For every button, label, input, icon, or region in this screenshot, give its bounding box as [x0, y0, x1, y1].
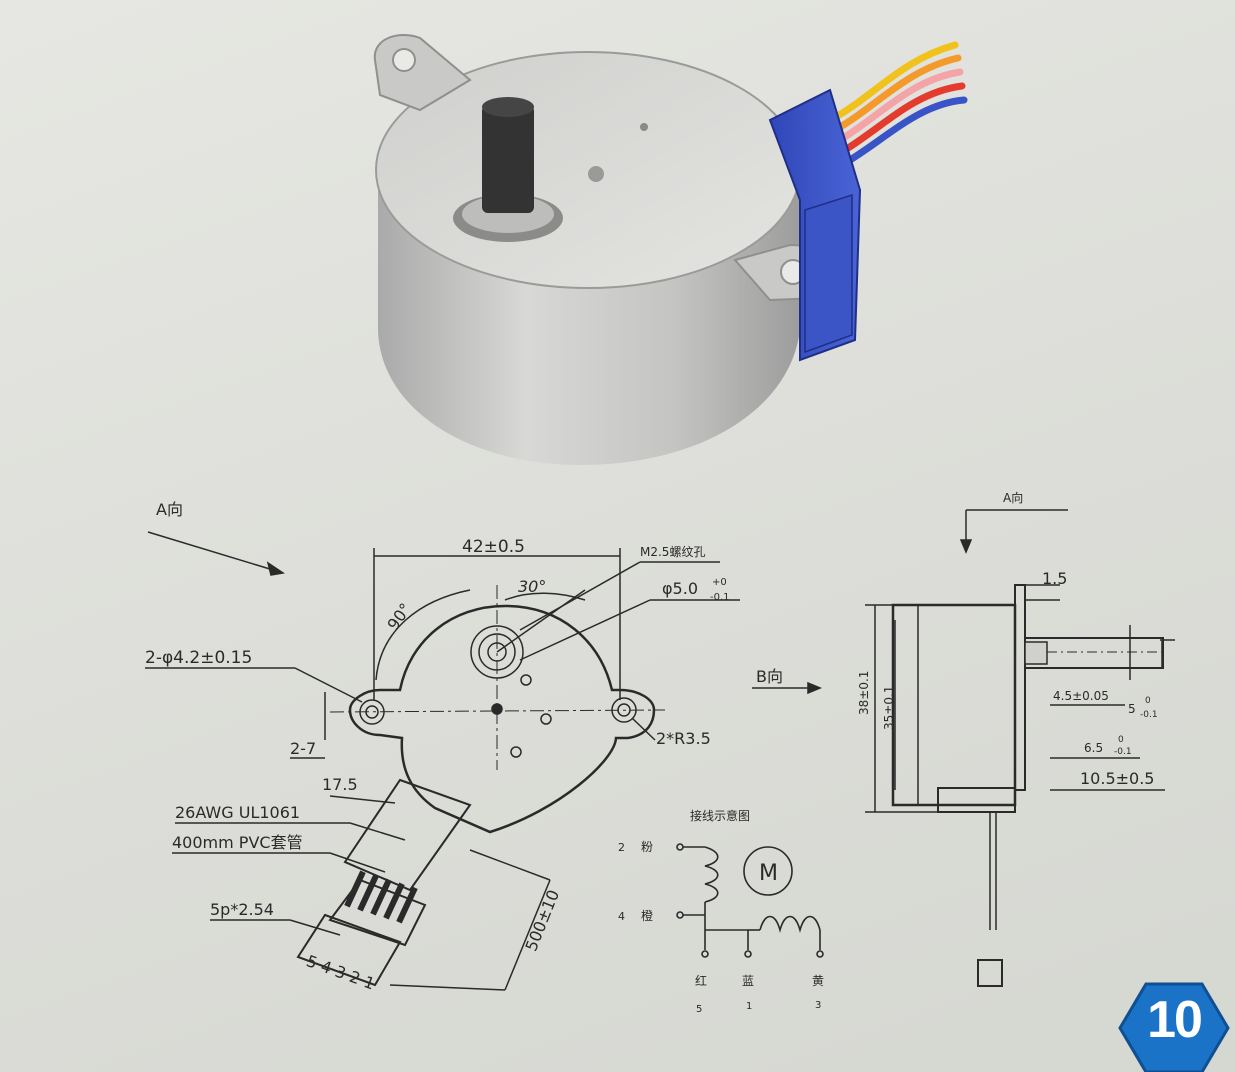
pin4-color: 橙	[641, 908, 653, 923]
a-direction-label: A向	[156, 500, 183, 519]
shaft-tolerance-lower: -0.1	[710, 592, 730, 603]
wire-color-red: 红	[695, 973, 707, 988]
wire-width: 17.5	[322, 775, 358, 794]
diameter-dimension: 42±0.5	[462, 537, 525, 557]
boss-tol-lower: -0.1	[1114, 747, 1132, 757]
wire-number-3: 3	[815, 1000, 821, 1011]
front-view-drawing	[145, 531, 822, 991]
wiring-diagram	[676, 843, 824, 958]
radius-note: 2*R3.5	[656, 729, 711, 748]
wire-spec: 26AWG UL1061	[175, 803, 300, 822]
shaft-tolerance-upper: +0	[712, 577, 727, 588]
wire-color-blue: 蓝	[742, 974, 754, 988]
flange-dimension: 2-7	[290, 739, 316, 758]
pin4-number: 4	[618, 910, 625, 923]
pin2-number: 2	[618, 841, 625, 854]
connector-pins	[344, 870, 418, 924]
page-number: 10	[1147, 991, 1203, 1049]
motor-symbol: M	[759, 861, 778, 886]
shaft-dia-tol-upper: 0	[1145, 696, 1151, 706]
shaft-length: 10.5±0.5	[1080, 769, 1154, 788]
outer-height: 38±0.1	[857, 671, 871, 715]
inner-height: 35±0.1	[882, 686, 896, 730]
connector-spec: 5p*2.54	[210, 900, 274, 919]
flat-dimension: 4.5±0.05	[1053, 689, 1109, 703]
angle-90: 90°	[383, 600, 415, 634]
shaft-diameter: φ5.0	[662, 579, 698, 598]
mount-holes-spec: 2-φ4.2±0.15	[145, 648, 252, 668]
motor-wires	[826, 41, 968, 164]
wire-number-5: 5	[696, 1004, 702, 1015]
wire-number-1: 1	[746, 1001, 752, 1012]
boss-tol-upper: 0	[1118, 735, 1124, 745]
shaft-dia: 5	[1128, 702, 1136, 716]
side-a-direction-label: A向	[1003, 490, 1023, 505]
angle-30: 30°	[518, 577, 546, 596]
sleeve-spec: 400mm PVC套管	[172, 833, 303, 852]
side-view-drawing	[865, 509, 1175, 987]
b-direction-label: B向	[756, 667, 783, 686]
pin-numbers: 5 4 3 2 1	[304, 951, 377, 993]
flange-thickness: 1.5	[1042, 569, 1067, 588]
page-number-badge	[1118, 982, 1230, 1072]
motor-photo	[373, 34, 968, 465]
shaft-dia-tol-lower: -0.1	[1140, 710, 1158, 720]
wire-color-yellow: 黄	[812, 974, 824, 988]
thread-hole-note: M2.5螺纹孔	[640, 545, 705, 559]
lead-length: 500±10	[521, 887, 563, 954]
wiring-title: 接线示意图	[690, 808, 750, 823]
pin2-color: 粉	[641, 840, 653, 854]
boss-length: 6.5	[1084, 741, 1103, 755]
